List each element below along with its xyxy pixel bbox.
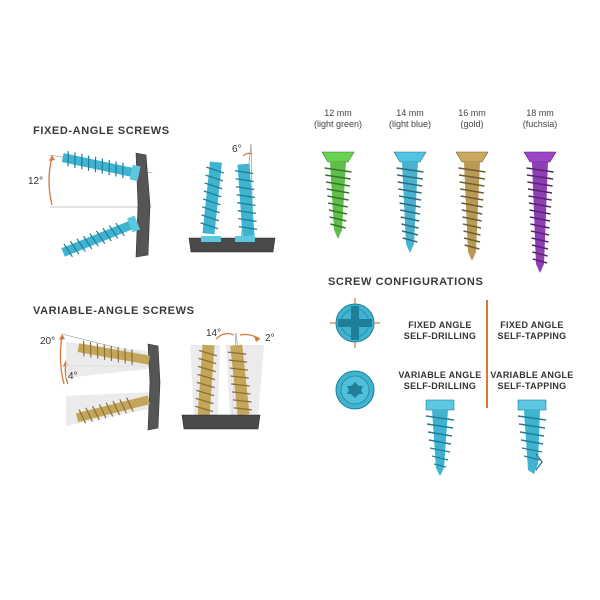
screw-head xyxy=(393,151,427,163)
config-line2: SELF-TAPPING xyxy=(497,381,567,391)
screw-thread xyxy=(396,167,424,173)
size-length-label: 12 mm xyxy=(324,108,352,118)
size-column-12mm: 12 mm (light green) xyxy=(306,108,370,130)
screw-thread xyxy=(400,216,420,222)
screw-thread xyxy=(531,244,549,250)
screw-thread xyxy=(329,216,347,222)
fixed-tilt-angle-label: 12° xyxy=(28,176,44,187)
screw-thread xyxy=(530,230,550,236)
screw-head xyxy=(523,151,557,163)
screw-thread xyxy=(529,216,551,222)
screw-18mm xyxy=(523,151,557,273)
size-color-label: (light green) xyxy=(313,119,363,129)
fixed-angle-title: FIXED-ANGLE SCREWS xyxy=(33,125,170,137)
size-length-label: 18 mm xyxy=(526,108,554,118)
config-variable-self-drilling: VARIABLE ANGLE SELF-DRILLING xyxy=(396,370,484,392)
screw-thread xyxy=(462,216,482,222)
screw-thread xyxy=(532,258,548,264)
screw-thread xyxy=(531,237,549,243)
variable-angle-head-icon xyxy=(335,370,375,410)
screw-thread xyxy=(326,188,350,194)
screw-thread xyxy=(330,223,346,229)
screw-head xyxy=(321,151,355,163)
screw-thread xyxy=(325,181,351,187)
screw-thread xyxy=(397,174,423,180)
variable-convergence-min-label: 2° xyxy=(265,333,275,344)
screw-thread xyxy=(397,181,423,187)
self-drilling-screw xyxy=(425,399,455,476)
fixed-angle-front-view xyxy=(188,143,276,253)
screw-thread xyxy=(398,195,422,201)
screw-thread xyxy=(402,237,418,243)
config-fixed-self-drilling: FIXED ANGLE SELF-DRILLING xyxy=(400,320,480,342)
self-tapping-screw xyxy=(517,399,547,474)
config-fixed-self-tapping: FIXED ANGLE SELF-TAPPING xyxy=(492,320,572,342)
screw-thread xyxy=(527,181,553,187)
screw-thread xyxy=(526,174,554,180)
screw-thread xyxy=(461,209,483,215)
screw-thread xyxy=(460,188,484,194)
screw-12mm xyxy=(321,151,355,239)
screw-thread xyxy=(399,202,421,208)
screw-thread xyxy=(328,202,348,208)
configurations-title: SCREW CONFIGURATIONS xyxy=(328,276,484,288)
screw-thread xyxy=(459,181,485,187)
size-column-18mm: 18 mm (fuchsia) xyxy=(508,108,572,130)
size-column-16mm: 16 mm (gold) xyxy=(440,108,504,130)
variable-angle-front-view xyxy=(181,332,264,430)
screw-thread xyxy=(460,195,484,201)
size-column-14mm: 14 mm (light blue) xyxy=(378,108,442,130)
screw-thread xyxy=(463,237,481,243)
config-line1: VARIABLE ANGLE xyxy=(490,370,574,380)
screw-head xyxy=(455,151,489,163)
config-line1: FIXED ANGLE xyxy=(500,320,564,330)
config-line2: SELF-TAPPING xyxy=(497,331,567,341)
config-line2: SELF-DRILLING xyxy=(403,381,477,391)
config-line1: VARIABLE ANGLE xyxy=(398,370,482,380)
screw-thread xyxy=(463,230,481,236)
variable-tilt-min-label: 4° xyxy=(68,371,78,382)
screw-thread xyxy=(532,251,548,257)
screw-thread xyxy=(526,167,554,173)
screw-thread xyxy=(530,223,550,229)
fixed-angle-side-view xyxy=(48,151,153,258)
screw-thread xyxy=(528,195,552,201)
screw-thread xyxy=(527,188,553,194)
screw-thread xyxy=(327,195,349,201)
size-color-label: (gold) xyxy=(460,119,484,129)
fixed-angle-head-icon xyxy=(330,298,380,348)
config-line1: FIXED ANGLE xyxy=(408,320,472,330)
screw-thread xyxy=(328,209,348,215)
screw-thread xyxy=(458,174,486,180)
variable-angle-side-view xyxy=(59,333,161,431)
screw-thread xyxy=(400,209,420,215)
screw-thread xyxy=(325,174,351,180)
size-color-label: (light blue) xyxy=(388,119,432,129)
screw-thread xyxy=(398,188,422,194)
screw-thread xyxy=(528,202,552,208)
config-line2: SELF-DRILLING xyxy=(403,331,477,341)
size-color-label: (fuchsia) xyxy=(522,119,558,129)
screw-thread xyxy=(462,223,482,229)
screw-thread xyxy=(324,167,352,173)
variable-angle-title: VARIABLE-ANGLE SCREWS xyxy=(33,305,195,317)
screw-thread xyxy=(464,244,480,250)
screw-thread xyxy=(458,167,486,173)
screw-thread xyxy=(401,223,419,229)
screw-14mm xyxy=(393,151,427,253)
fixed-convergence-angle-label: 6° xyxy=(232,144,242,155)
config-variable-self-tapping: VARIABLE ANGLE SELF-TAPPING xyxy=(488,370,576,392)
screw-thread xyxy=(529,209,551,215)
screw-thread xyxy=(461,202,483,208)
screw-thread xyxy=(401,230,419,236)
size-length-label: 16 mm xyxy=(458,108,486,118)
variable-tilt-max-label: 20° xyxy=(40,336,56,347)
screw-16mm xyxy=(455,151,489,261)
configurations-divider xyxy=(486,300,488,408)
variable-convergence-max-label: 14° xyxy=(206,328,222,339)
size-length-label: 14 mm xyxy=(396,108,424,118)
